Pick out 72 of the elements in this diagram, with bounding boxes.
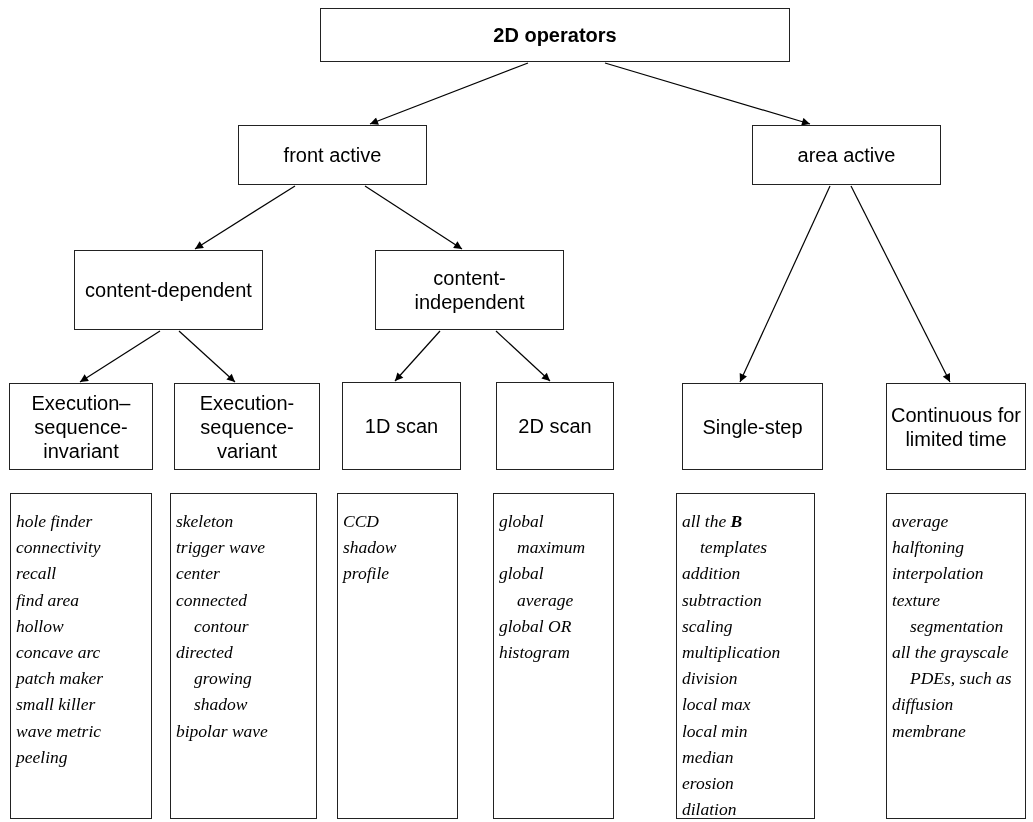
list-box: [170, 493, 317, 819]
arrow: [194, 185, 296, 250]
arrow: [850, 185, 951, 383]
operator-name: subtraction: [682, 588, 763, 612]
category-label: area active: [797, 143, 896, 167]
operator-name: diffusion: [892, 693, 955, 717]
category-label: Execution–sequence-invariant: [30, 390, 132, 463]
operator-name: profile: [343, 562, 390, 586]
category-box: [238, 125, 427, 185]
operator-name: histogram: [499, 641, 571, 664]
category-label: Execution-sequence-variant: [198, 390, 296, 463]
operator-name: dilation: [682, 798, 738, 822]
category-box: [74, 250, 263, 330]
operator-name: skeleton: [176, 510, 235, 533]
operator-name: shadow: [343, 536, 398, 560]
category-label: Continuous for limited time: [890, 402, 1022, 451]
category-label: 2D scan: [518, 414, 592, 438]
operator-name: hole finder: [16, 510, 94, 533]
arrow: [79, 330, 161, 383]
operator-name: global OR: [499, 614, 573, 638]
operator-name: addition: [682, 562, 742, 586]
category-label: Single-step: [702, 414, 803, 439]
operator-name: local max: [682, 693, 752, 717]
operator-name: trigger wave: [176, 536, 266, 560]
category-label: content-independent: [413, 266, 526, 314]
operator-name: membrane: [892, 719, 967, 743]
category-box: [342, 382, 461, 470]
operator-name: peeling: [16, 745, 69, 769]
arrow: [364, 185, 463, 250]
title-box: [320, 8, 790, 62]
arrow: [394, 330, 441, 382]
list-box: [886, 493, 1026, 819]
arrow: [369, 62, 529, 125]
operator-name: interpolation: [892, 562, 985, 586]
title-text: 2D operators: [493, 23, 617, 47]
operator-name: average: [892, 510, 950, 533]
operator-name: center: [176, 562, 221, 586]
category-box: [886, 383, 1026, 470]
operator-name: concave arc: [16, 641, 102, 664]
arrow: [604, 62, 811, 126]
operator-name: multiplication: [682, 641, 782, 664]
category-box: [752, 125, 941, 185]
operator-name: local min: [682, 719, 749, 743]
operator-name: recall: [16, 562, 58, 586]
operator-name: division: [682, 667, 739, 691]
arrow: [178, 330, 236, 383]
category-label: front active: [283, 143, 382, 167]
list-box: [10, 493, 152, 819]
operator-name: erosion: [682, 772, 735, 796]
list-box: [676, 493, 815, 819]
arrow: [739, 185, 831, 383]
operator-name: small killer: [16, 693, 97, 717]
operator-name: bipolar wave: [176, 719, 269, 743]
category-label: 1D scan: [364, 414, 439, 438]
operator-name: patch maker: [16, 667, 104, 691]
operator-name: CCD: [343, 510, 380, 533]
operator-name: median: [682, 745, 735, 769]
category-box: [9, 383, 153, 470]
category-box: [174, 383, 320, 470]
list-box: [337, 493, 458, 819]
operator-name: hollow: [16, 614, 65, 638]
list-box: [493, 493, 614, 819]
operator-name: find area: [16, 588, 81, 612]
operator-name: halftoning: [892, 536, 965, 560]
operator-name: connectivity: [16, 536, 102, 560]
category-box: [682, 383, 823, 470]
arrow: [495, 330, 551, 382]
category-box: [496, 382, 614, 470]
category-label: content-dependent: [85, 278, 252, 302]
operator-name: scaling: [682, 614, 734, 638]
operator-name: wave metric: [16, 719, 103, 743]
category-box: [375, 250, 564, 330]
